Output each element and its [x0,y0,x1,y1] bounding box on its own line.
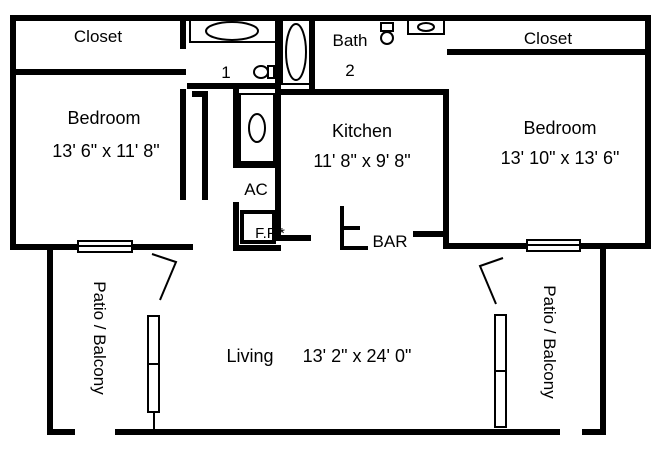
toilet-icon [253,65,269,79]
bath-label: Bath [333,31,368,50]
room-labels: Closet Closet Bath 1 2 Bedroom 13' 6" x … [52,27,619,399]
bedroom-right-dims: 13' 10" x 13' 6" [501,148,620,168]
ac-label: AC [244,180,268,199]
sink-icon [205,21,259,41]
closet-left-label: Closet [74,27,122,46]
right-bedroom-walls [443,223,651,249]
bath-walls [187,15,651,251]
living-label: Living [226,346,273,366]
bedroom-right-name: Bedroom [523,118,596,138]
bar-label: BAR [373,232,408,251]
bedroom-left-name: Bedroom [67,108,140,128]
patio-right-label: Patio / Balcony [540,285,559,399]
bath-fixtures [189,19,445,244]
toilet-icon [380,31,394,45]
patio-door-left [147,253,178,432]
exterior-walls [10,15,651,435]
patio-door-right [478,257,507,428]
windows [77,239,581,253]
bar-counter [340,206,449,250]
closet-right-label: Closet [524,29,572,48]
left-bedroom-walls [10,15,208,250]
fireplace-icon [240,210,276,244]
shower-icon [239,93,275,163]
bath-1-label: 1 [221,63,230,82]
patio-left-label: Patio / Balcony [90,281,109,395]
bedroom-left-dims: 13' 6" x 11' 8" [52,141,159,161]
fireplace-label: F.P.* [255,225,285,242]
kitchen-name: Kitchen [332,121,392,141]
bath-2-label: 2 [345,61,354,80]
living-dims: 13' 2" x 24' 0" [303,346,412,366]
kitchen-dims: 11' 8" x 9' 8" [313,151,410,171]
